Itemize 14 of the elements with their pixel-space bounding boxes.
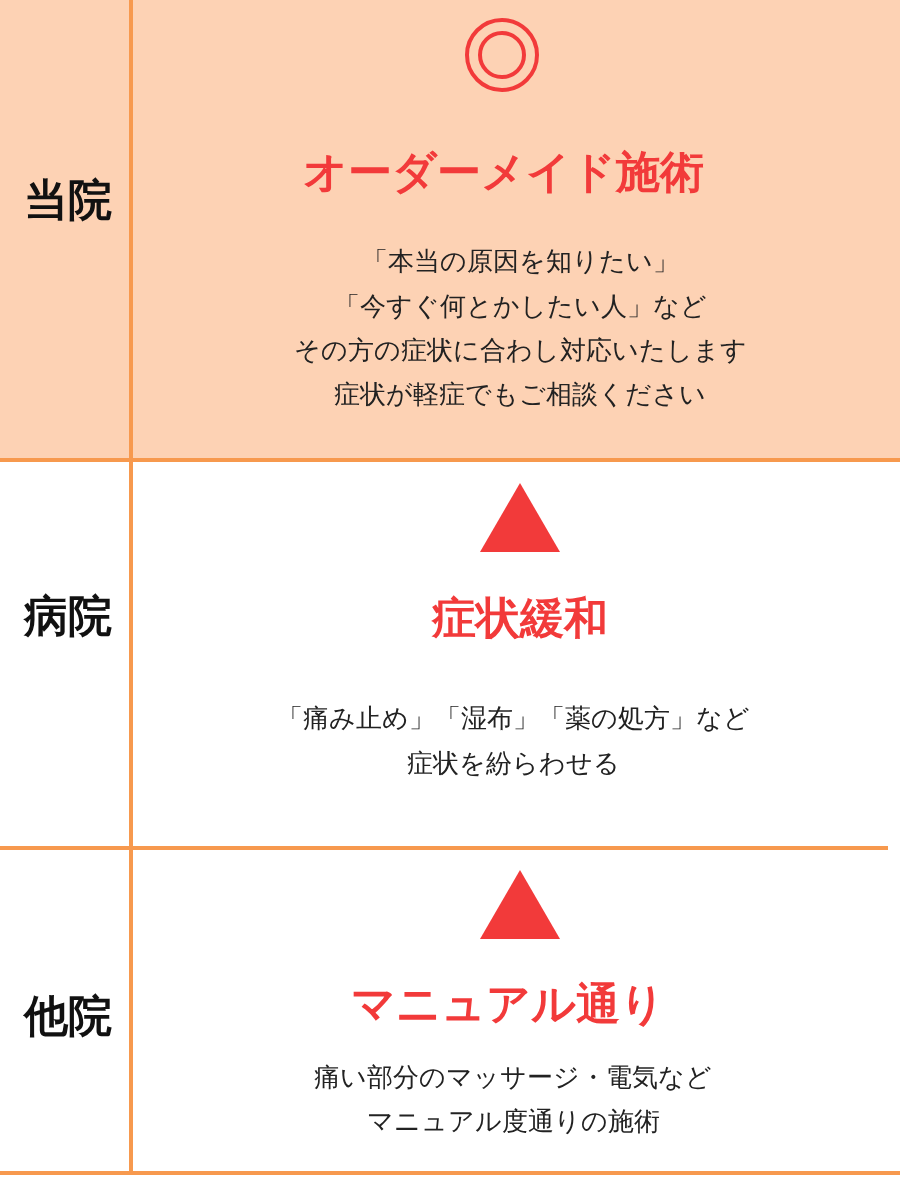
description-line: 痛い部分のマッサージ・電気など [314, 1064, 712, 1090]
description-line: マニュアル度通りの施術 [366, 1108, 660, 1134]
rating-title: 症状緩和 [432, 596, 608, 640]
row-header: 病院 [24, 594, 112, 638]
description-line: 「本当の原因を知りたい」 [361, 248, 679, 274]
rating-title: オーダーメイド施術 [302, 150, 704, 194]
row-header: 他院 [24, 994, 112, 1038]
description-line: 症状が軽症でもご相談ください [334, 381, 706, 407]
description-line: 症状を紛らわせる [406, 750, 620, 776]
description-line: 「痛み止め」「湿布」「薬の処方」など [276, 705, 750, 731]
description-line: 「今すぐ何とかしたい人」など [333, 293, 707, 319]
description-line: その方の症状に合わし対応いたします [293, 337, 747, 363]
rating-title: マニュアル通り [351, 982, 665, 1026]
row-header: 当院 [24, 178, 112, 222]
